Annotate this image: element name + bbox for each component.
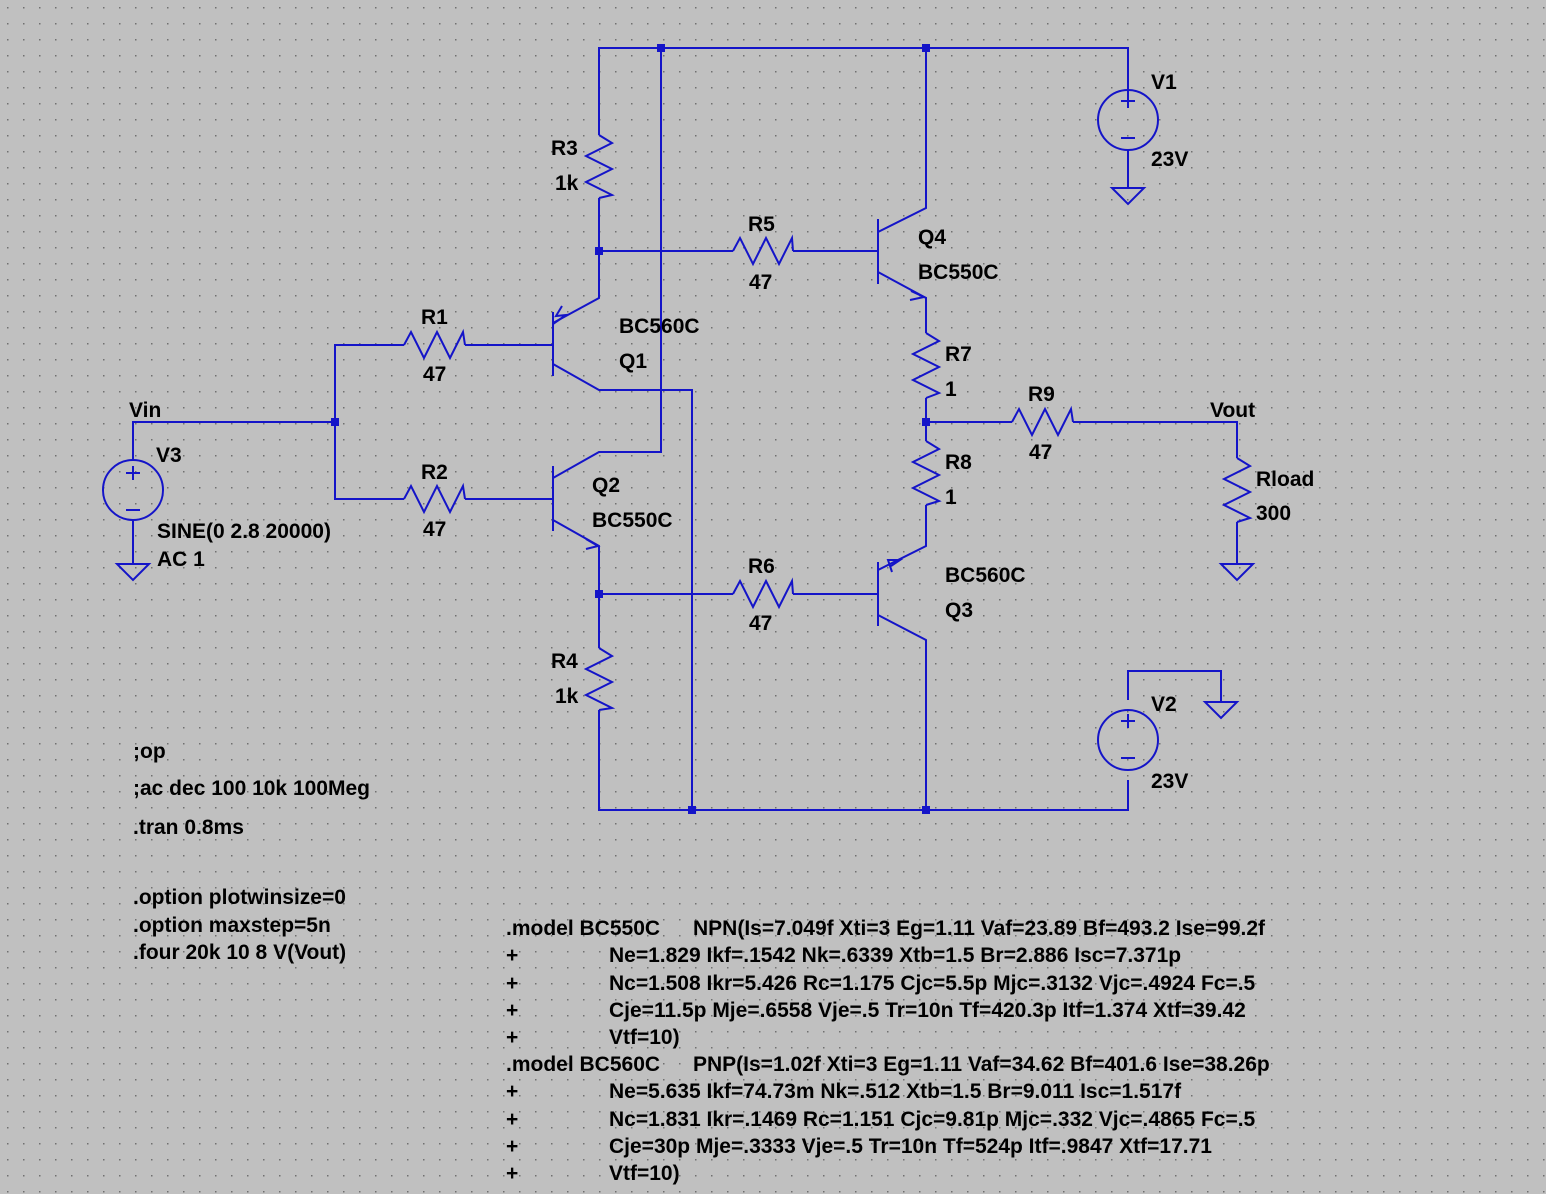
model-line: Vtf=10) [609,1026,680,1049]
r5-symbol [732,234,794,267]
v2-name: V2 [1151,693,1177,716]
model-line: Ne=1.829 Ikf=.1542 Nk=.6339 Xtb=1.5 Br=2… [609,944,1181,967]
r5-name: R5 [748,213,775,236]
vout-net-label: Vout [1210,399,1255,422]
q3-model: BC560C [945,564,1026,587]
rload-symbol [1221,457,1253,523]
junctions [331,44,930,814]
model-prefix: + [506,1135,518,1158]
r8-name: R8 [945,451,972,474]
spice-directives[interactable]: ;op ;ac dec 100 10k 100Meg .tran 0.8ms .… [133,740,370,964]
r7-symbol [910,332,942,399]
q1-name: Q1 [619,350,647,373]
r7-value: 1 [945,378,957,401]
r3-value: 1k [555,172,579,195]
r9-value: 47 [1029,441,1052,464]
model-line: Cje=11.5p Mje=.6558 Vje=.5 Tr=10n Tf=420… [609,999,1246,1022]
r1-value: 47 [423,363,446,386]
v2-symbol [1097,709,1159,771]
r3-name: R3 [551,137,578,160]
q4-name: Q4 [918,226,946,249]
r8-symbol [910,440,942,506]
model-prefix: + [506,1080,518,1103]
model-prefix: + [506,1162,518,1185]
model-prefix: + [506,999,518,1022]
component-labels: R3 1k R5 47 Q4 BC550C BC560C Q1 R1 47 R7… [129,71,1314,793]
r4-value: 1k [555,685,579,708]
r1-name: R1 [421,306,448,329]
ground-icon [1202,701,1240,720]
r1-symbol [403,328,466,361]
ground-icon [1109,187,1147,206]
r3-symbol [583,134,615,199]
model-prefix: + [506,1108,518,1131]
model-prefix: + [506,1026,518,1049]
r4-name: R4 [551,650,578,673]
directive-line: ;op [133,740,166,763]
r2-name: R2 [421,461,448,484]
model-line: Vtf=10) [609,1162,680,1185]
rload-name: Rload [1256,468,1314,491]
wires [132,47,1238,811]
v3-value2: AC 1 [157,548,205,571]
directive-line: .four 20k 10 8 V(Vout) [133,941,346,964]
model-prefix: + [506,944,518,967]
q3-name: Q3 [945,599,973,622]
q2-model: BC550C [592,509,673,532]
q1-model: BC560C [619,315,700,338]
q4-model: BC550C [918,261,999,284]
directive-line: .tran 0.8ms [133,816,244,839]
model-line: Ne=5.635 Ikf=74.73m Nk=.512 Xtb=1.5 Br=9… [609,1080,1182,1103]
model-directives[interactable]: .model BC550C NPN(Is=7.049f Xti=3 Eg=1.1… [506,917,1270,1185]
model-line: PNP(Is=1.02f Xti=3 Eg=1.11 Vaf=34.62 Bf=… [693,1053,1270,1076]
model-line: Cje=30p Mje=.3333 Vje=.5 Tr=10n Tf=524p … [609,1135,1212,1158]
r9-symbol [1011,405,1074,438]
r7-name: R7 [945,343,972,366]
model-prefix: .model BC550C [506,917,660,940]
model-prefix: + [506,972,518,995]
r5-value: 47 [749,271,772,294]
model-prefix: .model BC560C [506,1053,660,1076]
model-line: Nc=1.831 Ikr=.1469 Rc=1.151 Cjc=9.81p Mj… [609,1108,1256,1131]
v1-value: 23V [1151,148,1188,171]
model-line: Nc=1.508 Ikr=5.426 Rc=1.175 Cjc=5.5p Mjc… [609,972,1256,995]
r2-symbol [403,482,466,515]
r2-value: 47 [423,518,446,541]
ground-icon [1218,563,1256,582]
v3-symbol [102,459,164,521]
v2-value: 23V [1151,770,1188,793]
v1-name: V1 [1151,71,1177,94]
q2-name: Q2 [592,474,620,497]
r6-name: R6 [748,555,775,578]
vin-net-label: Vin [129,399,161,422]
r9-name: R9 [1028,383,1055,406]
model-line: NPN(Is=7.049f Xti=3 Eg=1.11 Vaf=23.89 Bf… [693,917,1266,940]
v3-name: V3 [156,444,182,467]
v3-value: SINE(0 2.8 20000) [157,520,331,543]
directive-line: .option maxstep=5n [133,914,331,937]
r4-symbol [583,647,616,711]
r6-value: 47 [749,612,772,635]
ground-icon [114,563,152,582]
r6-symbol [732,577,794,610]
directive-line: ;ac dec 100 10k 100Meg [133,777,370,800]
directive-line: .option plotwinsize=0 [133,886,346,909]
rload-value: 300 [1256,502,1291,525]
r8-value: 1 [945,486,957,509]
